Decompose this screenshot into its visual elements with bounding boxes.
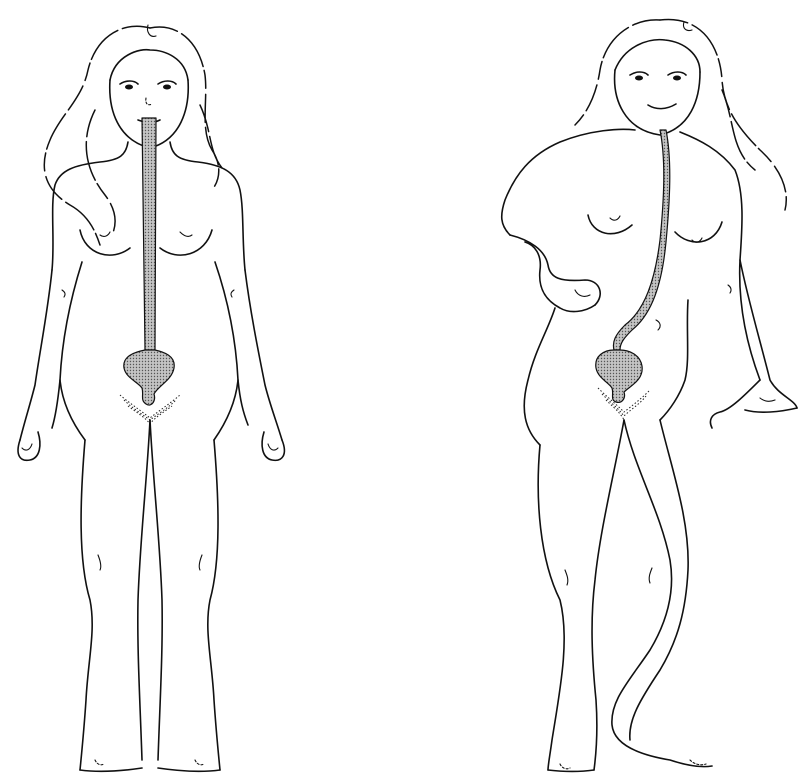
digestive-tract-right <box>596 130 670 402</box>
hair-left-figure <box>44 25 222 245</box>
esophagus-tube-right <box>613 130 669 350</box>
face-right-figure <box>615 40 700 135</box>
rectum-shape-left <box>124 350 174 405</box>
legs-right-figure <box>538 420 712 772</box>
figure-contrapposto <box>502 19 797 771</box>
hair-right-figure <box>575 19 786 210</box>
figure-front-standing <box>18 25 284 771</box>
digestive-tract-left <box>124 118 174 405</box>
esophagus-tube-left <box>142 118 156 350</box>
legs-left-figure <box>80 420 220 771</box>
